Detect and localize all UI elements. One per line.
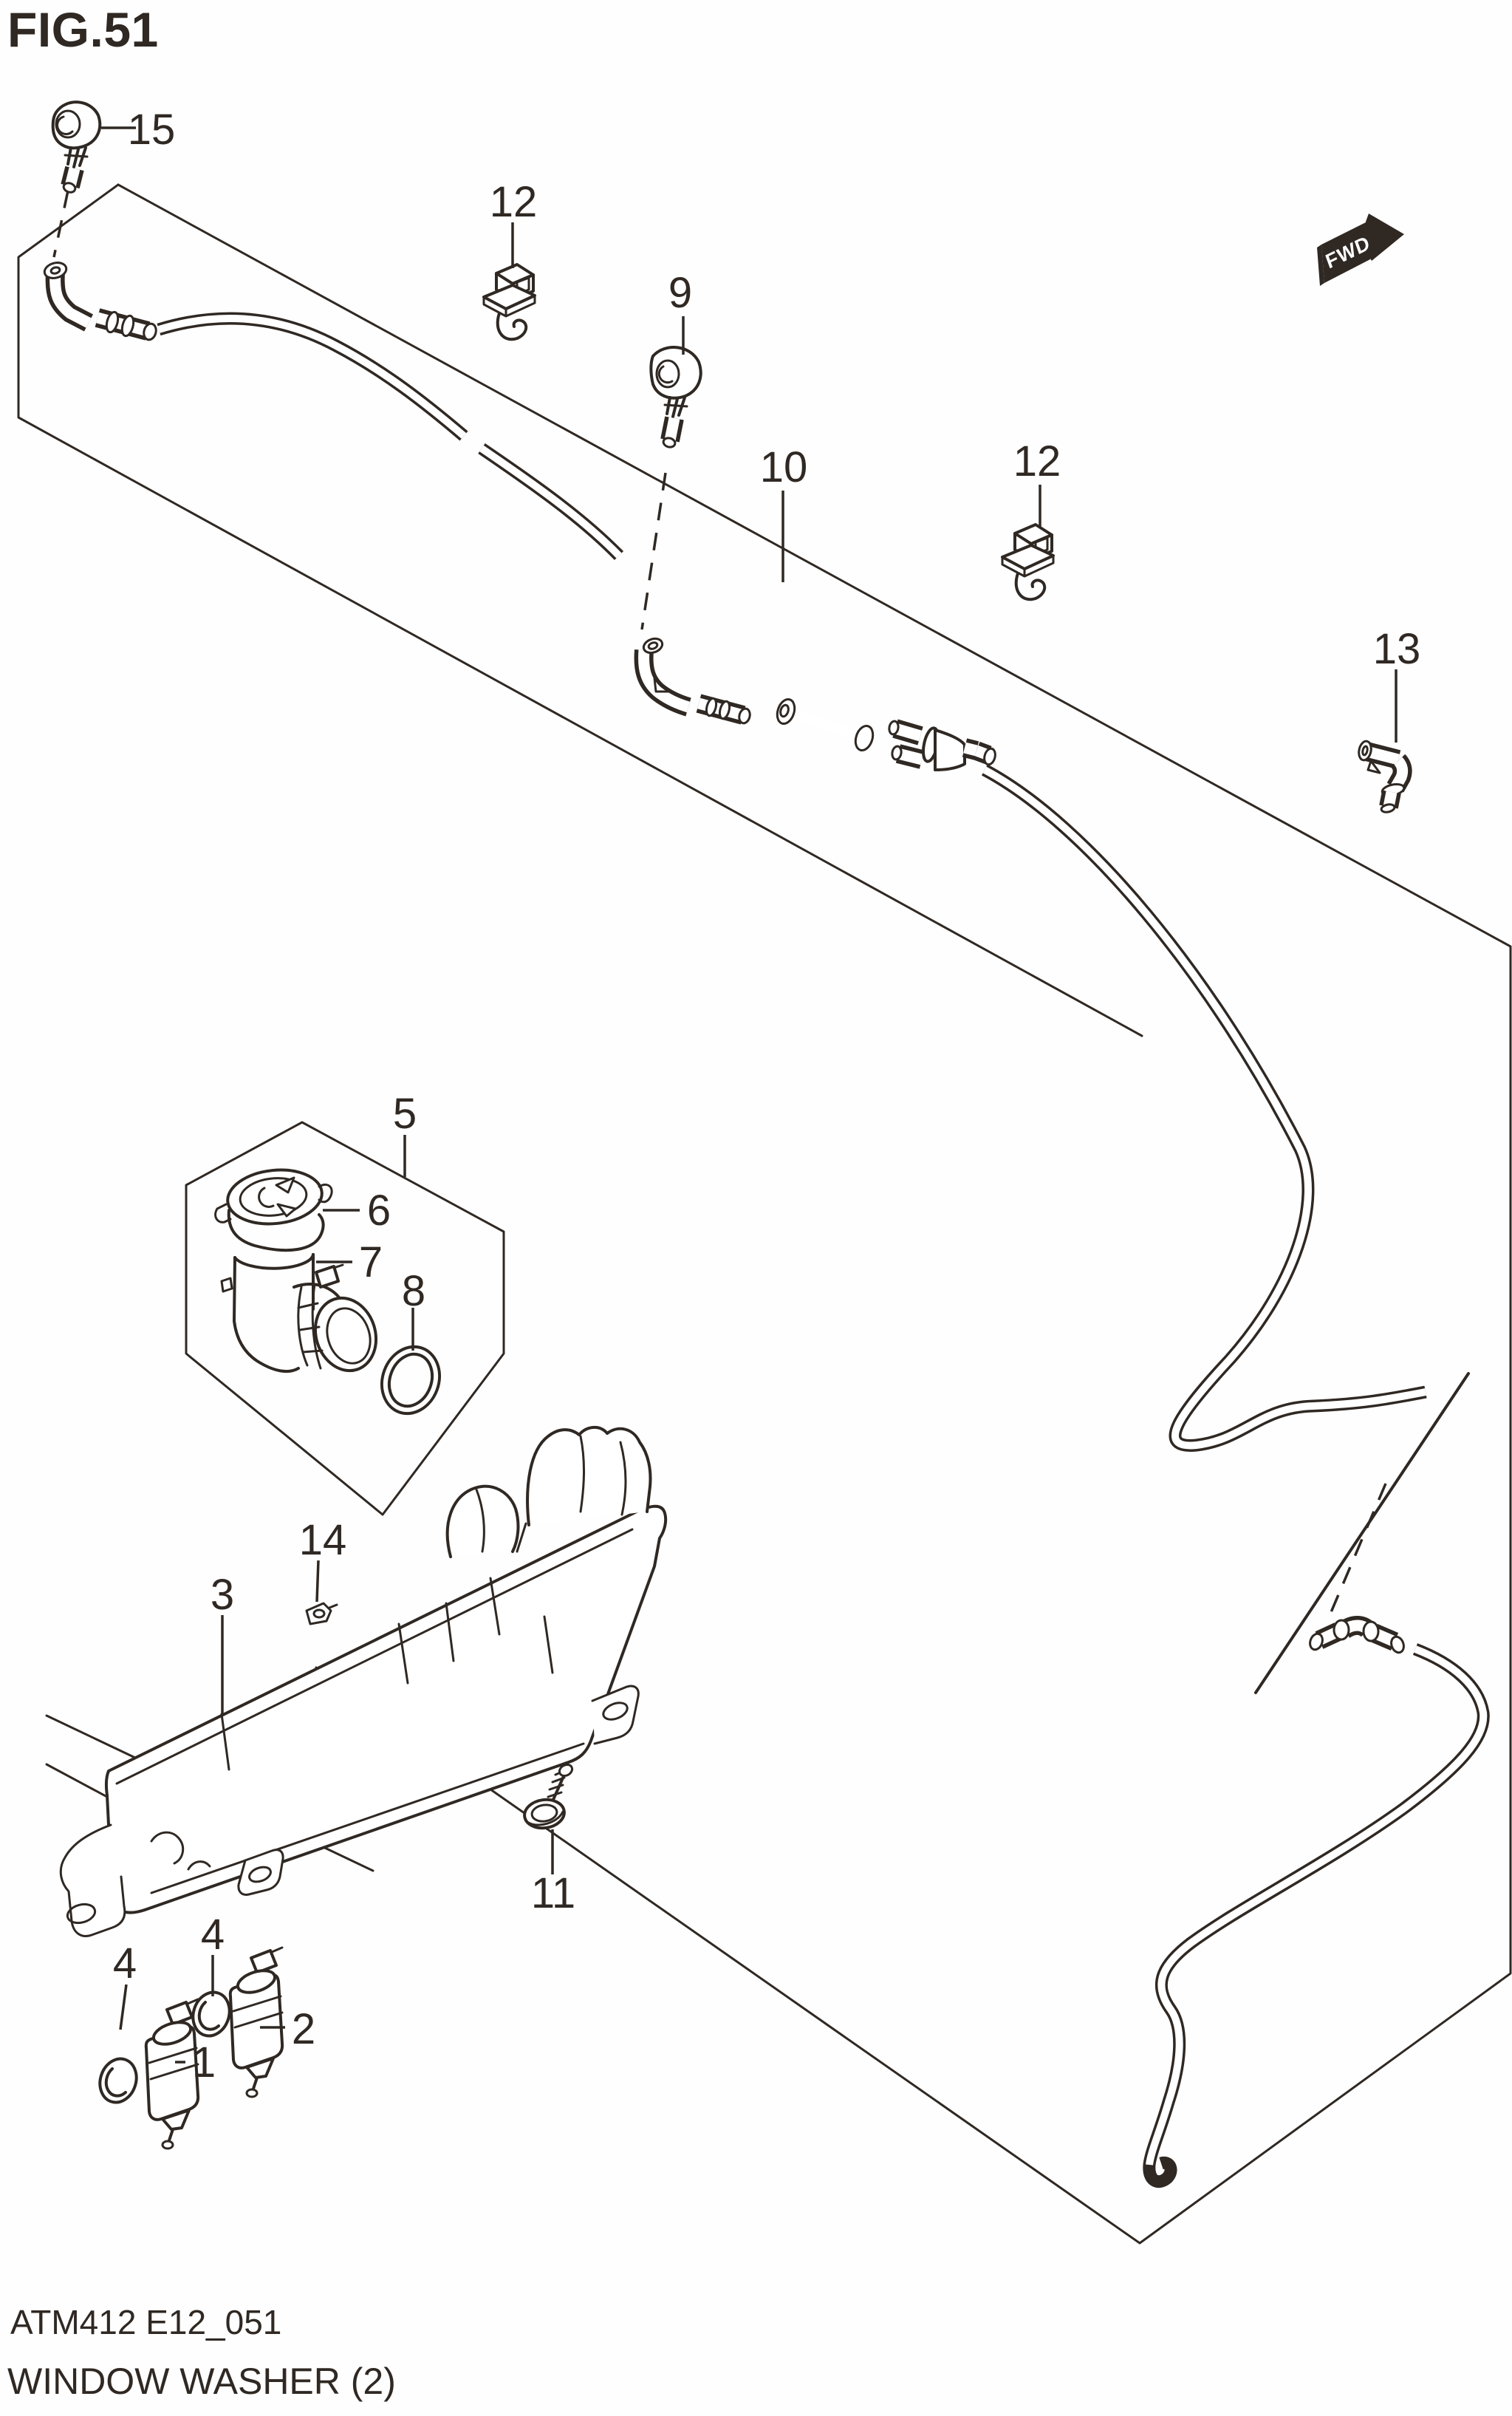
callout-10[interactable]: 10 xyxy=(760,443,808,491)
callout-11[interactable]: 11 xyxy=(531,1869,575,1917)
callout-2[interactable]: 2 xyxy=(292,2005,315,2053)
inset-detail-box xyxy=(185,1121,505,1516)
callout-4-left[interactable]: 4 xyxy=(113,1939,137,1987)
rear-washer-hose-upper xyxy=(981,764,1427,1452)
o-ring-8 xyxy=(380,1345,442,1416)
callout-7[interactable]: 7 xyxy=(359,1238,383,1286)
elbow-joint-13 xyxy=(1358,740,1412,813)
figure-caption: WINDOW WASHER (2) xyxy=(7,2361,396,2402)
washer-pump-1 xyxy=(144,1998,200,2150)
rear-elbow-fittings xyxy=(1309,1616,1405,1654)
callout-9[interactable]: 9 xyxy=(668,269,692,317)
front-elbow-connector xyxy=(43,262,157,341)
washer-pump-2 xyxy=(228,1946,284,2098)
callout-5[interactable]: 5 xyxy=(393,1090,417,1138)
figure-code: ATM412 E12_051 xyxy=(10,2303,282,2341)
callout-6[interactable]: 6 xyxy=(367,1187,391,1235)
continuation-arrow xyxy=(1254,1372,1470,1694)
front-washer-hose xyxy=(157,312,624,560)
hose-clip-12-rear xyxy=(1001,523,1055,601)
inset-pump-body xyxy=(293,1263,378,1373)
callout-4-right[interactable]: 4 xyxy=(201,1911,225,1959)
fwd-arrow-icon: FWD xyxy=(1317,214,1404,286)
rear-washer-hose-drop xyxy=(1143,1643,1490,2188)
callout-15[interactable]: 15 xyxy=(128,106,176,154)
mounting-screw-11 xyxy=(523,1763,574,1830)
body-panel-outline xyxy=(17,183,1512,2245)
washer-nozzle-15 xyxy=(51,100,102,194)
filler-cap-6 xyxy=(214,1168,333,1252)
callout-labels: 15 12 9 10 12 13 5 6 7 8 14 3 11 4 4 1 2 xyxy=(113,106,1420,2086)
pump-grommet-4-left xyxy=(98,2057,138,2104)
figure-title: FIG.51 xyxy=(7,2,159,57)
nozzle-locator-dashed-lines xyxy=(52,190,667,630)
washer-tank-3 xyxy=(45,1426,668,1937)
callout-leader-lines xyxy=(101,126,1398,2064)
hose-clip-12-front xyxy=(482,263,536,341)
callout-13[interactable]: 13 xyxy=(1373,625,1421,673)
callout-14[interactable]: 14 xyxy=(299,1516,347,1564)
callout-3[interactable]: 3 xyxy=(211,1571,234,1619)
pump-grommet-4-right xyxy=(191,1990,231,2038)
hose-joint-cluster xyxy=(634,637,996,771)
reservoir-inlet-7 xyxy=(220,1253,315,1373)
washer-nozzle-9 xyxy=(649,346,702,448)
tank-clip-14 xyxy=(305,1602,338,1625)
callout-12-rear[interactable]: 12 xyxy=(1013,437,1061,485)
callout-8[interactable]: 8 xyxy=(402,1267,425,1315)
callout-1[interactable]: 1 xyxy=(192,2038,216,2086)
callout-12-front[interactable]: 12 xyxy=(490,178,538,226)
